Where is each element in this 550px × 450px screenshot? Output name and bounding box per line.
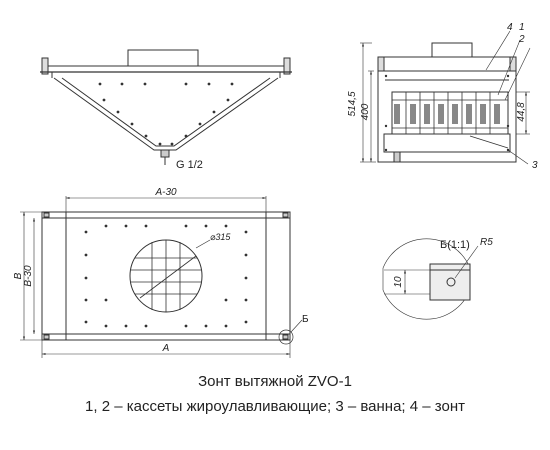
- drip-tray: [383, 133, 511, 153]
- rivet-holes-top: [84, 224, 248, 328]
- callout-4: 4: [507, 22, 513, 33]
- callout-2: 2: [518, 34, 525, 45]
- side-body: [377, 56, 517, 163]
- hood-funnel-outline: [53, 77, 279, 151]
- detail-circle: [278, 329, 294, 345]
- front-view: [40, 49, 292, 165]
- top-view: [20, 196, 303, 358]
- rivet-holes-front: [98, 82, 234, 146]
- detail-radius: R5: [480, 237, 493, 248]
- top-outline: [41, 211, 291, 341]
- callout-3: 3: [532, 160, 538, 171]
- exhaust-grid: [131, 240, 201, 312]
- exhaust-spigot: [127, 49, 199, 67]
- detail-title: Б(1:1): [440, 239, 470, 251]
- detail-hole: [446, 277, 456, 287]
- dim-depth: B: [13, 272, 24, 279]
- dim-diameter: ⌀315: [210, 232, 231, 242]
- cassette-fins: [392, 92, 508, 134]
- mount-bracket-left: [41, 57, 49, 75]
- detail-view: [382, 238, 479, 320]
- caption-legend: 1, 2 – кассеты жироулавливающие; 3 – ван…: [85, 398, 465, 415]
- side-view: [360, 30, 531, 165]
- detail-bracket: [429, 263, 471, 301]
- thread-label: G 1/2: [176, 159, 203, 171]
- dim-width-inner: A-30: [154, 187, 177, 198]
- dim-body-height: 400: [360, 103, 371, 120]
- drain-fitting: [160, 149, 170, 158]
- side-spigot: [431, 42, 473, 58]
- hood-top-rim: [41, 65, 291, 73]
- dim-cassette-height: 44,8: [516, 102, 527, 122]
- detail-dim: 10: [393, 276, 404, 288]
- dim-overall-height: 514,5: [347, 91, 358, 116]
- caption-title: Зонт вытяжной ZVO-1: [198, 373, 352, 390]
- side-rivets: [384, 74, 510, 152]
- mount-bracket-right: [283, 57, 291, 75]
- dim-width: A: [162, 343, 170, 354]
- callout-1: 1: [519, 22, 525, 33]
- detail-ref-label: Б: [302, 314, 309, 325]
- dim-depth-inner: B-30: [23, 265, 34, 287]
